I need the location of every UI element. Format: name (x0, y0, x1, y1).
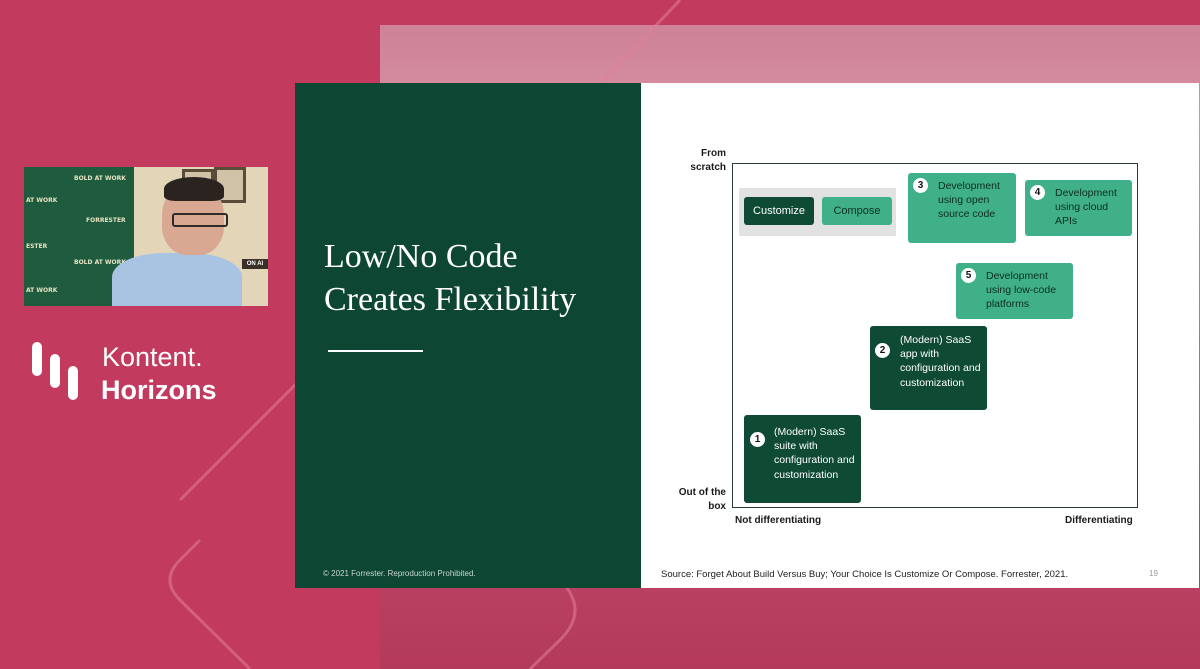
chart-item-4: 4 Development using cloud APIs (1025, 180, 1132, 236)
slide-source-citation: Source: Forget About Build Versus Buy; Y… (661, 569, 1069, 580)
person-shirt (112, 253, 242, 306)
item-text: (Modern) SaaS suite with configuration a… (774, 426, 855, 481)
chart-item-5: 5 Development using low-code platforms (956, 263, 1073, 319)
chart-plot-area (732, 163, 1138, 508)
y-axis-bottom-label: Out of the box (678, 487, 726, 512)
chart-item-2: 2 (Modern) SaaS app with configuration a… (870, 326, 987, 410)
x-axis-right-label: Differentiating (1065, 515, 1133, 526)
webcam-banner-text: FORRESTER (86, 217, 126, 224)
webcam-banner-text: AT WORK (26, 197, 58, 204)
slide-title-panel: Low/No Code Creates Flexibility © 2021 F… (295, 83, 641, 588)
brand-name-line2: Horizons (101, 375, 217, 405)
webcam-banner-text: AT WORK (26, 287, 58, 294)
item-text: Development using cloud APIs (1055, 187, 1117, 228)
title-underline (328, 350, 423, 352)
presentation-slide: Low/No Code Creates Flexibility © 2021 F… (295, 83, 1199, 588)
slide-title-line1: Low/No Code (324, 238, 518, 275)
webcam-banner-text: BOLD AT WORK (74, 259, 126, 266)
item-text: Development using open source code (938, 180, 1000, 221)
y-axis-top-label: From scratch (690, 148, 726, 173)
slide-page-number: 19 (1149, 569, 1158, 578)
brand-name-line1: Kontent. (102, 342, 203, 372)
person-glasses (172, 213, 228, 227)
slide-copyright: © 2021 Forrester. Reproduction Prohibite… (323, 569, 476, 578)
webcam-feed: BOLD AT WORK AT WORK FORRESTER ESTER BOL… (24, 167, 268, 306)
webcam-banner-text: BOLD AT WORK (74, 175, 126, 182)
kontent-logo-icon (32, 342, 78, 400)
item-number-badge: 5 (961, 268, 976, 283)
webcam-banner-text: ESTER (26, 243, 48, 250)
slide-chart-panel: From scratch Out of the box Not differen… (641, 83, 1199, 588)
legend-compose: Compose (822, 197, 892, 225)
chart-legend: Customize Compose (739, 188, 896, 236)
on-air-sign: ON AI (242, 259, 268, 269)
item-number-badge: 2 (875, 343, 890, 358)
slide-title: Low/No Code Creates Flexibility (324, 235, 634, 321)
chart-item-3: 3 Development using open source code (908, 173, 1016, 243)
item-number-badge: 1 (750, 432, 765, 447)
item-number-badge: 4 (1030, 185, 1045, 200)
slide-title-line2: Creates Flexibility (324, 281, 577, 318)
item-number-badge: 3 (913, 178, 928, 193)
legend-customize: Customize (744, 197, 814, 225)
x-axis-left-label: Not differentiating (735, 515, 822, 526)
chart-item-1: 1 (Modern) SaaS suite with configuration… (744, 415, 861, 503)
person-hair (164, 177, 224, 201)
item-text: Development using low-code platforms (986, 270, 1057, 311)
item-text: (Modern) SaaS app with configuration and… (900, 334, 981, 389)
